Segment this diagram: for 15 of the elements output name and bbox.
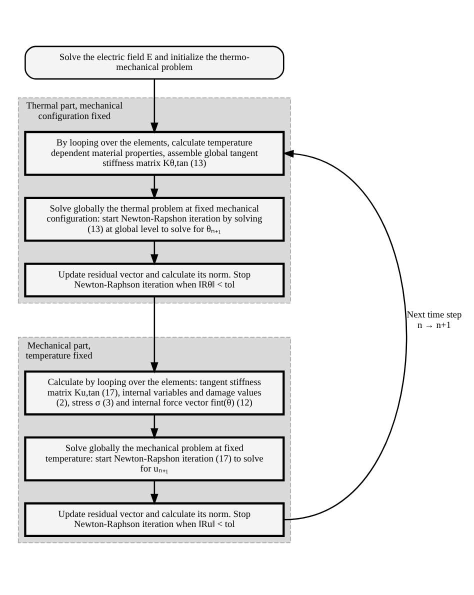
arrow: [150, 240, 158, 265]
node-box: Solve globally the mechanical problem at fixed temperature: start Newton-Rapshon iteration (17) to solve for uₙ₊₁: [24, 436, 285, 481]
node-box: Solve the electric field E and initialize the thermo-mechanical problem: [24, 45, 284, 80]
arrow: [150, 296, 158, 373]
arrow: [150, 480, 158, 505]
arrow: [150, 414, 158, 439]
node-box: By looping over the elements, calculate temperature dependent material properties, assemble global tangent stiffness matrix Kθ,tan (13): [24, 130, 285, 176]
arrow: [282, 149, 407, 520]
arrow: [150, 174, 158, 200]
arrow: [150, 78, 158, 134]
edge-label: Next time step n → n+1: [406, 310, 462, 330]
node-box: Calculate by looping over the elements: tangent stiffness matrix Ku,tan (17), internal variables and damage values (2), stress σ (3) and internal force vector fint(θ) (12): [24, 370, 285, 415]
node-box: Update residual vector and calculate its norm. Stop Newton-Raphson iteration when ‖Rθ‖ < tol: [24, 262, 285, 297]
node-box: Update residual vector and calculate its norm. Stop Newton-Raphson iteration when ‖Ru‖ < tol: [24, 502, 285, 536]
node-box: Solve globally the thermal problem at fixed mechanical configuration: start Newton-Rapshon iteration by solving (13) at global level to solve for θₙ₊₁: [24, 196, 285, 242]
